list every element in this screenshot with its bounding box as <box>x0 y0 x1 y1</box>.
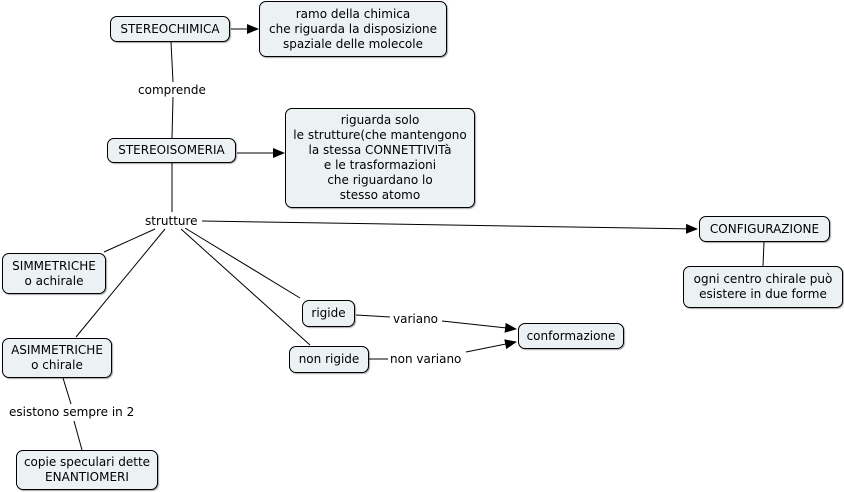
link-asimmetriche-esistono <box>62 377 72 405</box>
concept-simmetriche[interactable]: SIMMETRICHE o achirale <box>2 253 106 294</box>
link-configurazione-ogni-centro <box>762 241 765 267</box>
concept-conformazione[interactable]: conformazione <box>518 323 624 349</box>
concept-ramo-della-chimica[interactable]: ramo della chimica che riguarda la dispo… <box>259 1 447 57</box>
linking-phrase-non-variano[interactable]: non variano <box>388 352 464 366</box>
concept-asimmetriche[interactable]: ASIMMETRICHE o chirale <box>2 338 112 378</box>
concept-copie-speculari[interactable]: copie speculari dette ENANTIOMERI <box>16 450 158 490</box>
concept-non-rigide[interactable]: non rigide <box>289 346 369 373</box>
linking-phrase-variano[interactable]: variano <box>391 312 441 326</box>
link-stereochimica-comprende <box>170 41 174 83</box>
link-rigide-variano <box>355 314 391 318</box>
linking-phrase-strutture[interactable]: strutture <box>143 214 200 228</box>
concept-stereochimica[interactable]: STEREOCHIMICA <box>110 16 230 42</box>
linking-phrase-esistono-sempre[interactable]: esistono sempre in 2 <box>7 405 137 419</box>
concept-configurazione[interactable]: CONFIGURAZIONE <box>699 216 830 242</box>
link-strutture-simmetriche <box>103 228 156 253</box>
concept-ogni-centro-chirale[interactable]: ogni centro chirale può esistere in due … <box>683 266 843 308</box>
link-comprende-stereoisomeria <box>171 96 174 139</box>
concept-rigide[interactable]: rigide <box>302 300 355 327</box>
linking-phrase-comprende[interactable]: comprende <box>136 83 208 97</box>
link-esistono-copie <box>73 420 83 451</box>
link-strutture-configurazione <box>201 220 698 234</box>
concept-stereoisomeria[interactable]: STEREOISOMERIA <box>107 138 236 163</box>
link-variano-conformazione <box>441 320 517 333</box>
link-strutture-non-rigide <box>180 228 311 346</box>
link-strutture-rigide <box>184 227 301 299</box>
link-non-variano-conformazione <box>465 339 517 353</box>
concept-riguarda-solo[interactable]: riguarda solo le strutture(che mantengon… <box>285 108 475 208</box>
link-strutture-asimmetriche <box>75 228 166 338</box>
